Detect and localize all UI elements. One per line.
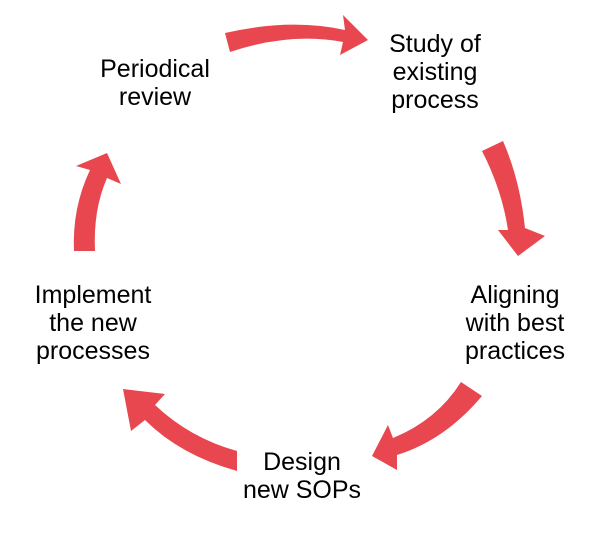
arrow-design-to-impl [123,389,237,471]
step-label-implement: Implement the new processes [8,281,178,365]
step-label-aligning: Aligning with best practices [440,281,590,365]
step-impl-line-2: the new [49,309,137,337]
arrow-impl-to-review [73,153,121,251]
step-align-line-3: practices [464,337,566,365]
arrow-align-to-design [372,382,482,470]
arrow-study-to-align [482,141,545,256]
step-impl-line-1: Implement [34,281,152,309]
step-design-line-2: new SOPs [242,476,362,504]
step-design-line-1: Design [263,448,341,476]
step-study-line-3: process [391,86,479,114]
step-label-design: Design new SOPs [222,448,382,504]
step-impl-line-3: processes [36,337,150,365]
arrow-review-to-study [225,15,368,55]
step-study-line-1: Study of [389,30,481,58]
step-label-review: Periodical review [80,55,230,111]
step-study-line-2: existing [392,58,478,86]
step-align-line-2: with best [465,309,565,337]
step-label-study: Study of existing process [360,30,510,114]
step-align-line-1: Aligning [470,281,560,309]
step-review-line-2: review [118,83,192,111]
step-review-line-1: Periodical [100,55,210,83]
